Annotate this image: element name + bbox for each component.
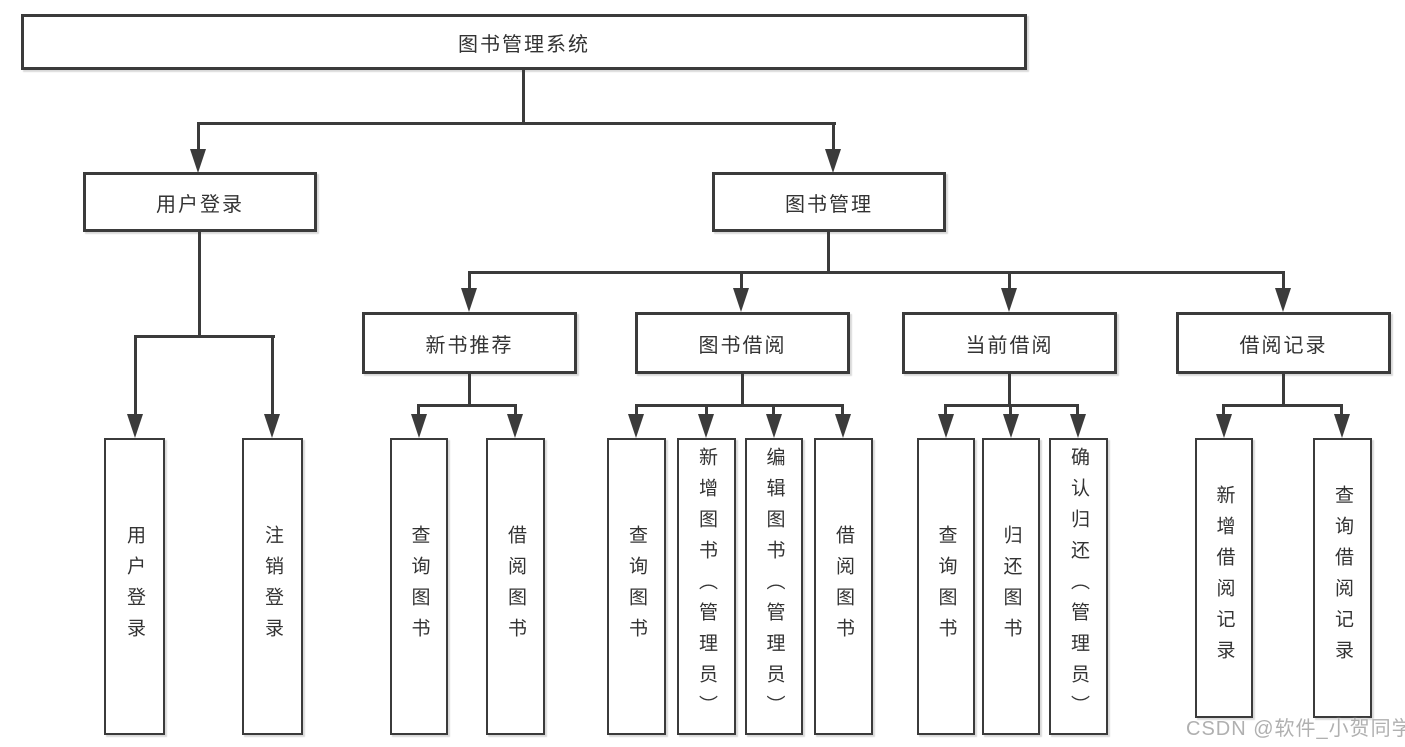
connector-book-mgmt-stub-2	[740, 271, 743, 291]
connector-book-mgmt-stub-1	[468, 271, 471, 291]
node-root: 图书管理系统	[21, 14, 1027, 70]
node-root-label: 图书管理系统	[458, 33, 590, 56]
arrow-down-icon	[127, 414, 143, 438]
leaf-cb-return-books: 归还图书	[982, 438, 1040, 735]
connector-bb-stub-3	[772, 404, 775, 417]
connector-root-bar	[197, 122, 836, 125]
arrow-down-icon	[835, 414, 851, 438]
leaf-bb-add-books: 新增图书（管理员）	[677, 438, 736, 735]
node-book-borrow: 图书借阅	[635, 312, 850, 374]
connector-cb-stub-3	[1076, 404, 1079, 417]
connector-root-left-stub	[197, 122, 200, 152]
node-borrow-records: 借阅记录	[1176, 312, 1391, 374]
connector-br-bar	[1222, 404, 1343, 407]
arrow-down-icon	[733, 288, 749, 312]
arrow-down-icon	[1216, 414, 1232, 438]
leaf-cb-query-books-label: 查询图书	[935, 524, 957, 649]
node-book-mgmt: 图书管理	[712, 172, 946, 232]
arrow-down-icon	[628, 414, 644, 438]
leaf-bb-borrow-books: 借阅图书	[814, 438, 873, 735]
arrow-down-icon	[1070, 414, 1086, 438]
leaf-user-login-label: 用户登录	[124, 524, 145, 649]
connector-book-mgmt-stem	[827, 230, 830, 274]
leaf-nb-query-books: 查询图书	[390, 438, 448, 735]
connector-nb-bar	[417, 404, 517, 407]
connector-root-right-stub	[832, 122, 835, 152]
arrow-down-icon	[766, 414, 782, 438]
watermark: CSDN @软件_小贺同学	[1186, 718, 1405, 740]
arrow-down-icon	[190, 149, 206, 173]
leaf-br-add-record: 新增借阅记录	[1195, 438, 1253, 718]
leaf-user-login: 用户登录	[104, 438, 165, 735]
leaf-br-query-record-label: 查询借阅记录	[1332, 485, 1353, 671]
arrow-down-icon	[938, 414, 954, 438]
connector-book-mgmt-bar	[468, 271, 1285, 274]
arrow-down-icon	[1003, 414, 1019, 438]
node-borrow-records-label: 借阅记录	[1239, 334, 1328, 357]
leaf-bb-borrow-books-label: 借阅图书	[833, 524, 854, 649]
connector-root-stem	[522, 70, 525, 124]
leaf-cb-return-books-label: 归还图书	[1000, 524, 1022, 649]
arrow-down-icon	[1334, 414, 1350, 438]
connector-bb-bar	[635, 404, 844, 407]
leaf-bb-query-books: 查询图书	[607, 438, 666, 735]
connector-book-mgmt-stub-3	[1008, 271, 1011, 291]
connector-br-stem	[1282, 372, 1285, 407]
arrow-down-icon	[825, 149, 841, 173]
node-current-borrow-label: 当前借阅	[965, 334, 1054, 357]
connector-bb-stub-2	[705, 404, 708, 417]
arrow-down-icon	[1001, 288, 1017, 312]
connector-bb-stub-4	[841, 404, 844, 417]
leaf-bb-edit-books-label: 编辑图书（管理员）	[763, 447, 785, 726]
arrow-down-icon	[507, 414, 523, 438]
node-book-borrow-label: 图书借阅	[698, 334, 787, 357]
arrow-down-icon	[1275, 288, 1291, 312]
connector-nb-stub-2	[514, 404, 517, 417]
connector-br-stub-1	[1222, 404, 1225, 417]
node-new-book-rec-label: 新书推荐	[425, 334, 514, 357]
connector-user-login-stem	[198, 230, 201, 338]
connector-user-login-bar	[134, 335, 275, 338]
leaf-bb-query-books-label: 查询图书	[626, 524, 647, 649]
connector-user-login-stub-1	[134, 335, 137, 416]
arrow-down-icon	[461, 288, 477, 312]
leaf-bb-add-books-label: 新增图书（管理员）	[696, 447, 717, 726]
leaf-bb-edit-books: 编辑图书（管理员）	[745, 438, 803, 735]
leaf-logout-label: 注销登录	[262, 524, 283, 649]
arrow-down-icon	[698, 414, 714, 438]
connector-user-login-stub-2	[271, 335, 274, 416]
leaf-cb-confirm-return-label: 确认归还（管理员）	[1068, 447, 1089, 726]
connector-bb-stub-1	[635, 404, 638, 417]
connector-cb-stem	[1008, 372, 1011, 407]
connector-nb-stub-1	[417, 404, 420, 417]
leaf-nb-query-books-label: 查询图书	[408, 524, 430, 649]
connector-br-stub-2	[1340, 404, 1343, 417]
arrow-down-icon	[411, 414, 427, 438]
node-user-login: 用户登录	[83, 172, 317, 232]
connector-cb-stub-1	[944, 404, 947, 417]
connector-cb-stub-2	[1009, 404, 1012, 417]
node-book-mgmt-label: 图书管理	[785, 193, 873, 216]
node-new-book-rec: 新书推荐	[362, 312, 577, 374]
arrow-down-icon	[264, 414, 280, 438]
connector-nb-stem	[468, 372, 471, 407]
connector-bb-stem	[741, 372, 744, 407]
leaf-cb-query-books: 查询图书	[917, 438, 975, 735]
node-user-login-label: 用户登录	[156, 193, 244, 216]
leaf-br-add-record-label: 新增借阅记录	[1213, 485, 1235, 671]
leaf-br-query-record: 查询借阅记录	[1313, 438, 1372, 718]
leaf-logout: 注销登录	[242, 438, 303, 735]
leaf-nb-borrow-books: 借阅图书	[486, 438, 545, 735]
leaf-nb-borrow-books-label: 借阅图书	[505, 524, 526, 649]
node-current-borrow: 当前借阅	[902, 312, 1117, 374]
connector-book-mgmt-stub-4	[1282, 271, 1285, 291]
leaf-cb-confirm-return: 确认归还（管理员）	[1049, 438, 1108, 735]
